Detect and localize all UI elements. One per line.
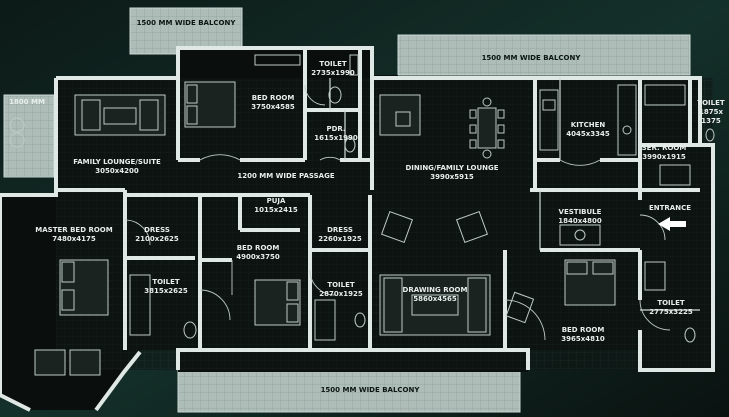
dining-size: 3990x5915 [430, 173, 474, 181]
toilet-ser-name: TOILET [697, 99, 725, 107]
ser-room-furniture [644, 84, 691, 186]
bed-room-mid-name: BED ROOM [237, 244, 280, 252]
balcony-top-left-label: 1500 MM WIDE BALCONY [137, 19, 237, 27]
drawing-room-name: DRAWING ROOM [403, 286, 468, 294]
puja-size: 1015x2415 [254, 206, 298, 214]
bed-room-right-size: 3965x4810 [561, 335, 605, 343]
master-bed-name: MASTER BED ROOM [35, 226, 112, 234]
dining-furniture [379, 94, 505, 159]
dress-mid-size: 2260x1925 [318, 235, 362, 243]
ser-room-name: SER. ROOM [642, 144, 687, 152]
toilet-master-name: TOILET [152, 278, 180, 286]
toilet-mid-size: 2870x1925 [319, 290, 363, 298]
toilet-ser-fixtures [705, 128, 715, 142]
balcony-top-right-label: 1500 MM WIDE BALCONY [482, 54, 582, 62]
balcony-top-right [397, 34, 691, 76]
doors [124, 84, 671, 341]
pdr-size: 1615x1990 [314, 134, 358, 142]
toilet-master-size: 3815x2625 [144, 287, 188, 295]
bed-room-mid-size: 4900x3750 [236, 253, 280, 261]
bed-room-right-name: BED ROOM [562, 326, 605, 334]
bed-room-top-size: 3750x4585 [251, 103, 295, 111]
toilet-ser-size2: 1375 [701, 117, 721, 125]
toilet-mid-fixtures [314, 299, 366, 341]
bed-room-right-furniture [505, 259, 616, 324]
entrance-label: ENTRANCE [649, 204, 691, 212]
puja-name: PUJA [267, 197, 286, 205]
wall-details [329, 78, 700, 311]
toilet-right-size: 2775x3225 [649, 308, 693, 316]
passage-label: 1200 MM WIDE PASSAGE [237, 172, 334, 180]
vestibule-name: VESTIBULE [559, 208, 602, 216]
toilet-master-fixtures [129, 274, 197, 339]
dining-name: DINING/FAMILY LOUNGE [405, 164, 498, 172]
family-lounge-size: 3050x4200 [95, 167, 139, 175]
toilet-top-size: 2735x1990 [311, 69, 355, 77]
kitchen-fixtures [539, 84, 637, 156]
entrance-arrow-icon [658, 217, 686, 231]
master-bed-furniture [34, 259, 109, 376]
balcony-left-label: 1800 MM [9, 98, 45, 106]
bed-room-top-name: BED ROOM [252, 94, 295, 102]
family-lounge-furniture [9, 94, 166, 148]
family-lounge-name: FAMILY LOUNGE/SUITE [73, 158, 161, 166]
kitchen-name: KITCHEN [571, 121, 606, 129]
ser-room-size: 3990x1915 [642, 153, 686, 161]
vestibule-furniture [559, 224, 601, 246]
balcony-left [3, 94, 55, 178]
toilet-mid-name: TOILET [327, 281, 355, 289]
balcony-bottom-label: 1500 MM WIDE BALCONY [321, 386, 421, 394]
kitchen-size: 4045x3345 [566, 130, 610, 138]
dress-left-name: DRESS [144, 226, 170, 234]
dress-left-size: 2100x2625 [135, 235, 179, 243]
master-bed-size: 7480x4175 [52, 235, 96, 243]
toilet-ser-size: 1875x [699, 108, 723, 116]
internal-walls [56, 48, 700, 372]
toilet-top-fixtures [328, 54, 359, 153]
drawing-room-furniture [379, 210, 491, 336]
toilet-top-name: TOILET [319, 60, 347, 68]
toilet-right-name: TOILET [657, 299, 685, 307]
toilet-right-fixtures [644, 261, 696, 343]
dress-mid-name: DRESS [327, 226, 353, 234]
pdr-name: PDR. [326, 125, 345, 133]
bed-room-mid-furniture [254, 279, 301, 326]
bed-room-top-furniture [184, 54, 301, 128]
vestibule-size: 1840x4800 [558, 217, 602, 225]
drawing-room-size: 5860x4565 [413, 295, 457, 303]
